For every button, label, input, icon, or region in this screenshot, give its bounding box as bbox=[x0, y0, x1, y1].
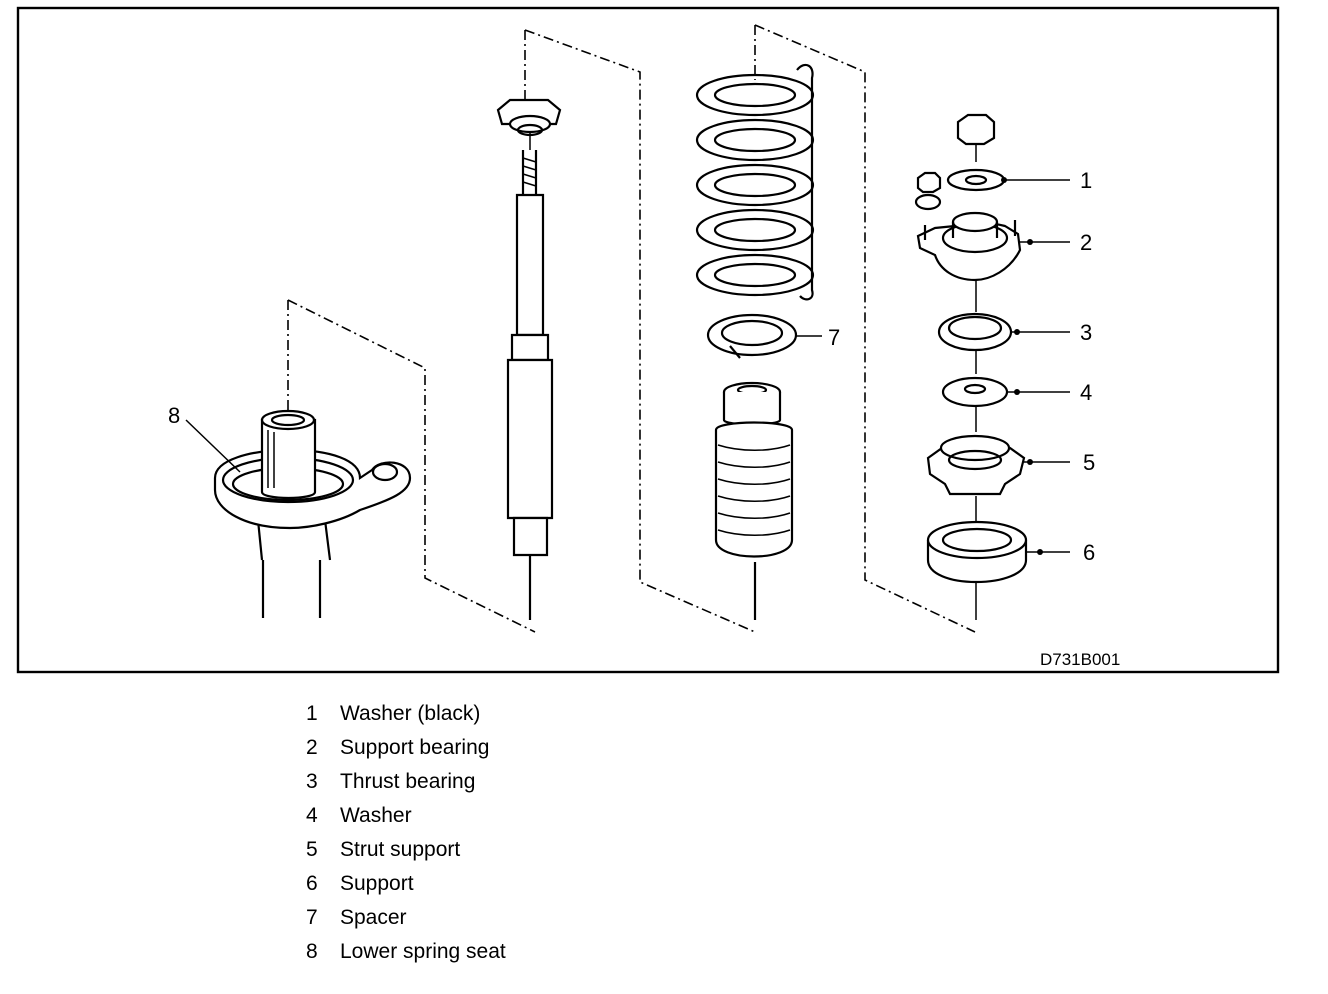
legend-number: 7 bbox=[306, 906, 318, 929]
legend-number: 1 bbox=[306, 702, 318, 725]
legend-number: 5 bbox=[306, 838, 318, 861]
callout-1: 1 bbox=[1080, 168, 1092, 193]
legend-number: 6 bbox=[306, 872, 318, 895]
exploded-strut-diagram: 1 2 3 4 5 6 7 8 D731B001 bbox=[16, 6, 1280, 674]
shock-absorber-drawing bbox=[496, 98, 562, 620]
callout-7: 7 bbox=[828, 325, 840, 350]
legend-item: 5 Strut support bbox=[300, 833, 900, 867]
legend-number: 4 bbox=[306, 804, 318, 827]
parts-legend: 1 Washer (black) 2 Support bearing 3 Thrust… bbox=[300, 697, 900, 969]
legend-label: Strut support bbox=[340, 838, 461, 861]
callout-6: 6 bbox=[1083, 540, 1095, 565]
legend-item: 8 Lower spring seat bbox=[300, 935, 900, 969]
legend-label: Washer (black) bbox=[340, 702, 481, 725]
callout-4: 4 bbox=[1080, 380, 1092, 405]
legend-label: Support bbox=[340, 872, 414, 895]
legend-label: Thrust bearing bbox=[340, 770, 476, 793]
callout-5: 5 bbox=[1083, 450, 1095, 475]
legend-label: Support bearing bbox=[340, 736, 490, 759]
callout-2: 2 bbox=[1080, 230, 1092, 255]
legend-item: 3 Thrust bearing bbox=[300, 765, 900, 799]
figure-frame bbox=[16, 6, 1280, 674]
legend-label: Spacer bbox=[340, 906, 407, 929]
legend-label: Lower spring seat bbox=[340, 940, 506, 963]
legend-item: 1 Washer (black) bbox=[300, 697, 900, 731]
figure-code: D731B001 bbox=[1040, 650, 1120, 669]
explode-guide-lines bbox=[287, 24, 976, 633]
callout-3: 3 bbox=[1080, 320, 1092, 345]
legend-number: 3 bbox=[306, 770, 318, 793]
callout-8: 8 bbox=[168, 403, 180, 428]
legend-item: 6 Support bbox=[300, 867, 900, 901]
top-mount-stack-drawing bbox=[914, 113, 1070, 620]
coil-spring-drawing bbox=[695, 63, 822, 620]
legend-item: 4 Washer bbox=[300, 799, 900, 833]
legend-label: Washer bbox=[340, 804, 412, 827]
legend-item: 2 Support bearing bbox=[300, 731, 900, 765]
legend-item: 7 Spacer bbox=[300, 901, 900, 935]
legend-number: 2 bbox=[306, 736, 318, 759]
lower-spring-seat-drawing bbox=[185, 409, 412, 618]
legend-number: 8 bbox=[306, 940, 318, 963]
